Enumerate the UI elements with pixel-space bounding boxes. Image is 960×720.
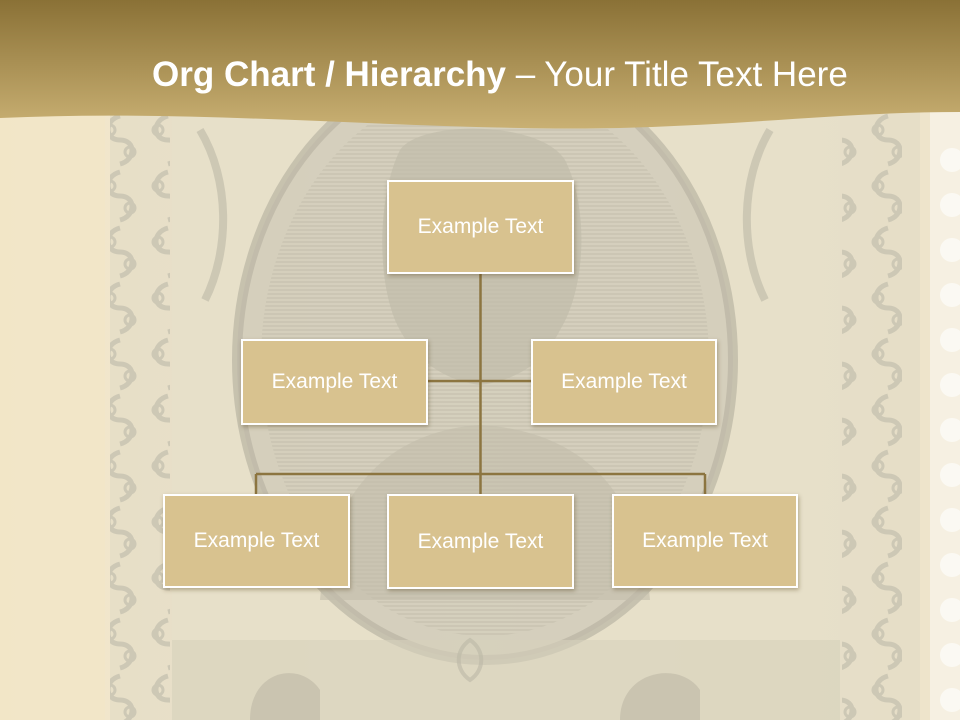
org-node-label: Example Text: [642, 529, 768, 552]
org-node-label: Example Text: [271, 370, 398, 393]
org-node-label: Example Text: [193, 529, 320, 552]
title-subtitle: – Your Title Text Here: [515, 55, 848, 94]
org-node-child-3[interactable]: Example Text: [612, 494, 798, 588]
org-node-root[interactable]: Example Text: [387, 180, 574, 274]
org-node-assistant-right[interactable]: Example Text: [531, 339, 717, 425]
org-node-label: Example Text: [417, 215, 544, 238]
org-node-label: Example Text: [561, 370, 687, 393]
org-node-child-2[interactable]: Example Text: [387, 494, 574, 589]
org-node-label: Example Text: [417, 529, 544, 553]
title-main: Org Chart / Hierarchy: [152, 55, 506, 94]
org-node-assistant-left[interactable]: Example Text: [241, 339, 428, 425]
slide-title: Org Chart / Hierarchy – Your Title Text …: [152, 52, 932, 98]
org-node-child-1[interactable]: Example Text: [163, 494, 350, 588]
header-wave-shape: [0, 0, 960, 129]
header-band: Org Chart / Hierarchy – Your Title Text …: [0, 0, 960, 140]
